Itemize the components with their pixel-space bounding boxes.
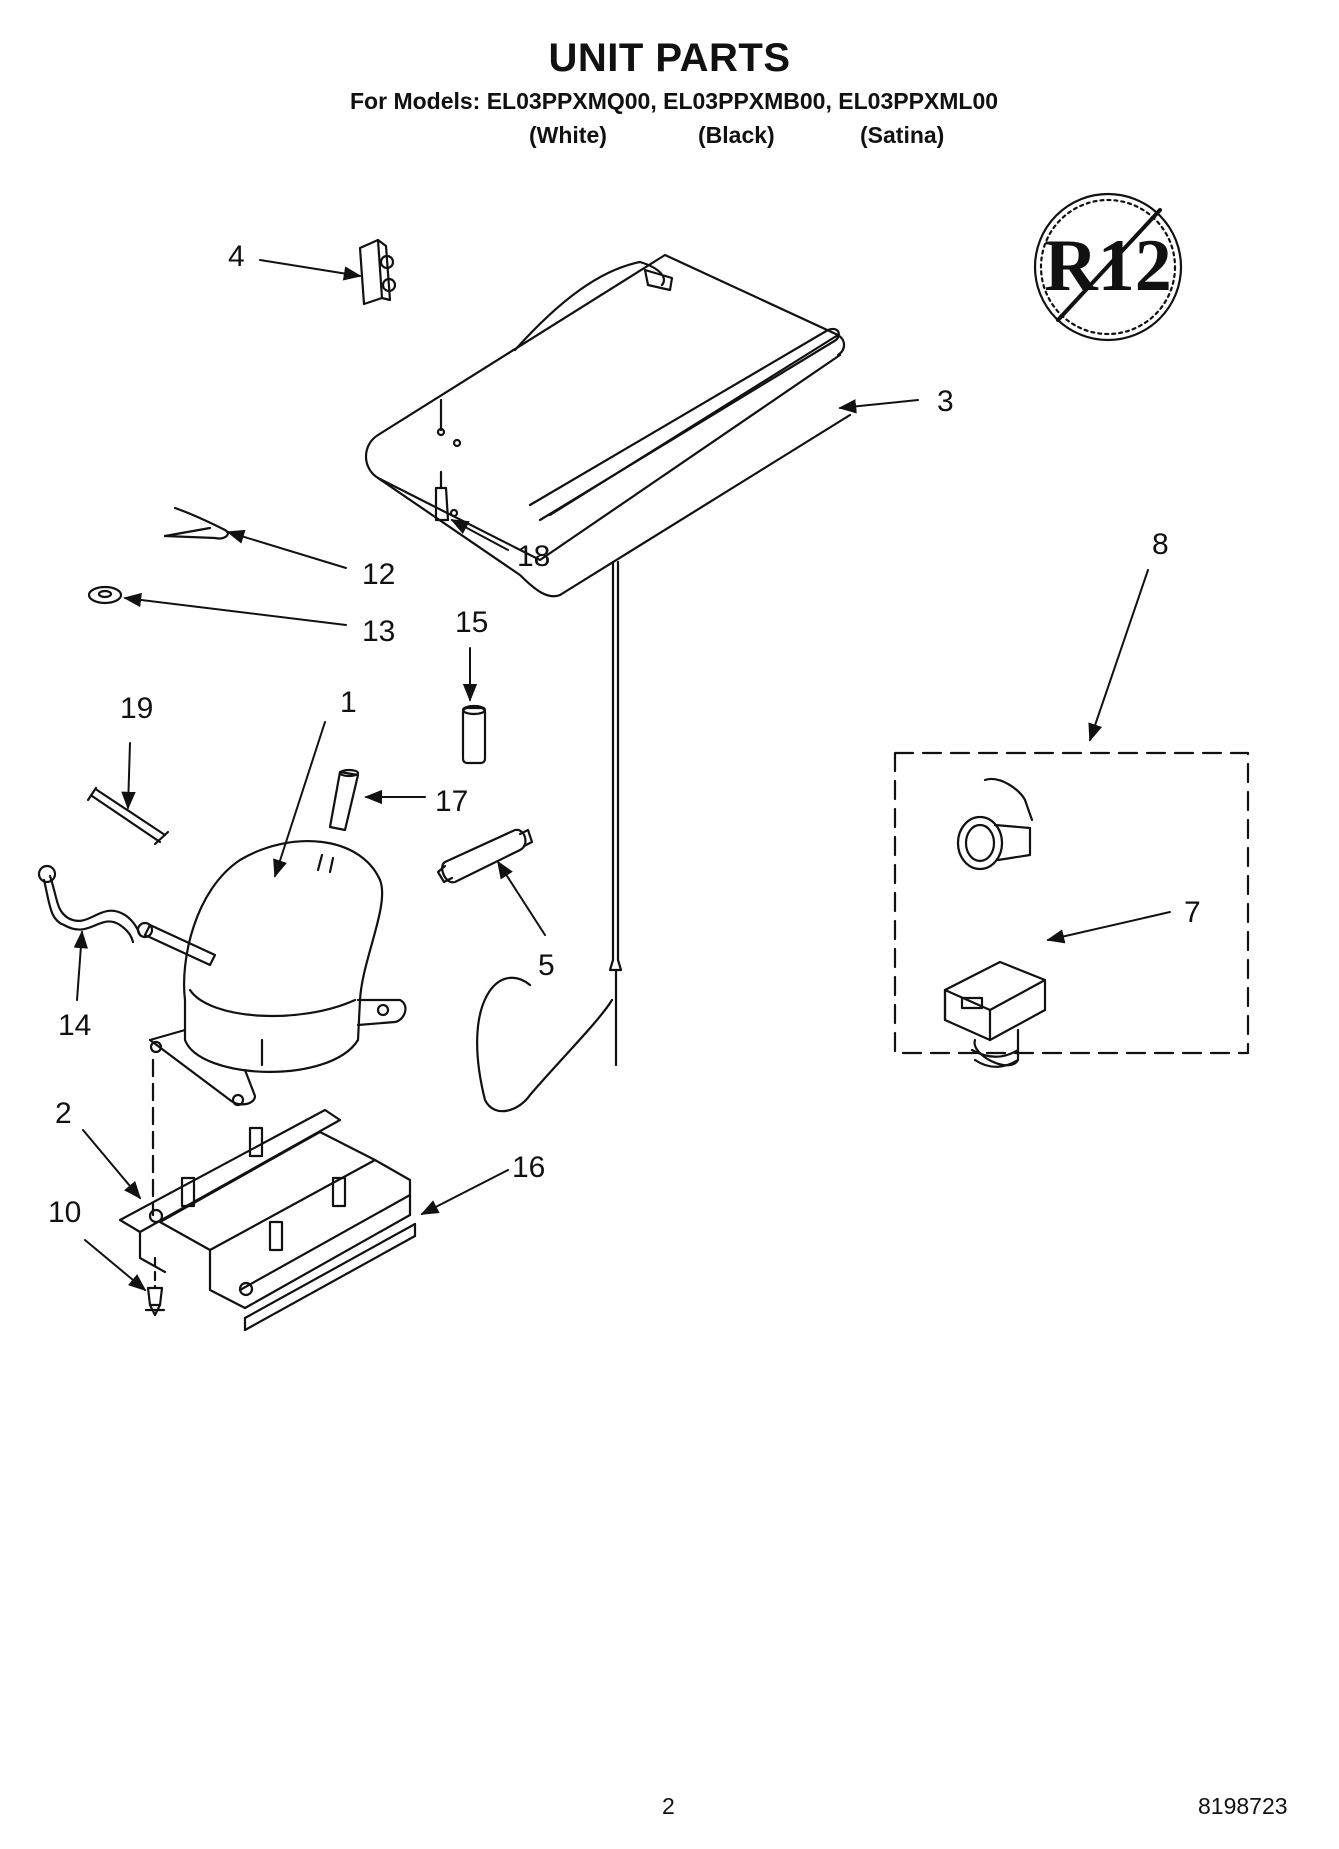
variant-white: (White) — [529, 122, 607, 148]
part-1-compressor — [136, 840, 407, 1107]
callout-2: 2 — [55, 1097, 72, 1130]
callout-13: 13 — [362, 615, 395, 648]
part-12-clip — [163, 506, 229, 540]
callout-15: 15 — [455, 606, 488, 639]
part-19-process-tube — [86, 786, 170, 846]
callout-4: 4 — [228, 240, 245, 273]
callout-12: 12 — [362, 558, 395, 591]
callout-numbers: 1 2 3 4 5 7 8 10 12 13 14 15 16 17 18 19 — [48, 240, 1201, 1229]
document-number: 8198723 — [1198, 1793, 1288, 1819]
part-3-condenser-pan — [364, 253, 852, 1067]
callout-8: 8 — [1152, 528, 1169, 561]
part-10-screw — [144, 1256, 166, 1317]
callout-14: 14 — [58, 1009, 91, 1042]
part-4-bracket — [358, 238, 397, 306]
r12-badge-label: R12 — [1044, 225, 1171, 307]
part-5-filter-drier — [436, 828, 614, 1113]
callout-16: 16 — [512, 1151, 545, 1184]
models-line: For Models: EL03PPXMQ00, EL03PPXMB00, EL… — [350, 88, 999, 114]
callout-5: 5 — [538, 949, 555, 982]
callout-18: 18 — [517, 540, 550, 573]
part-16-rail — [243, 1222, 417, 1332]
page-number: 2 — [662, 1793, 675, 1819]
callout-17: 17 — [435, 785, 468, 818]
leader-arrows — [73, 259, 1171, 1292]
part-8-relay-kit — [893, 751, 1250, 1068]
callout-19: 19 — [120, 692, 153, 725]
callout-7: 7 — [1184, 896, 1201, 929]
page-title: UNIT PARTS — [548, 36, 791, 80]
part-17-tube — [328, 768, 360, 832]
part-14-suction-tube — [37, 864, 142, 944]
part-13-washer — [87, 585, 123, 605]
no-r12-badge: R12 — [1033, 192, 1183, 342]
callout-1: 1 — [340, 686, 357, 719]
variant-black: (Black) — [698, 122, 775, 148]
part-15-cylinder — [461, 704, 487, 765]
part-2-mounting-bracket — [118, 1058, 417, 1332]
callout-3: 3 — [937, 385, 954, 418]
callout-10: 10 — [48, 1196, 81, 1229]
variant-satina: (Satina) — [860, 122, 945, 148]
